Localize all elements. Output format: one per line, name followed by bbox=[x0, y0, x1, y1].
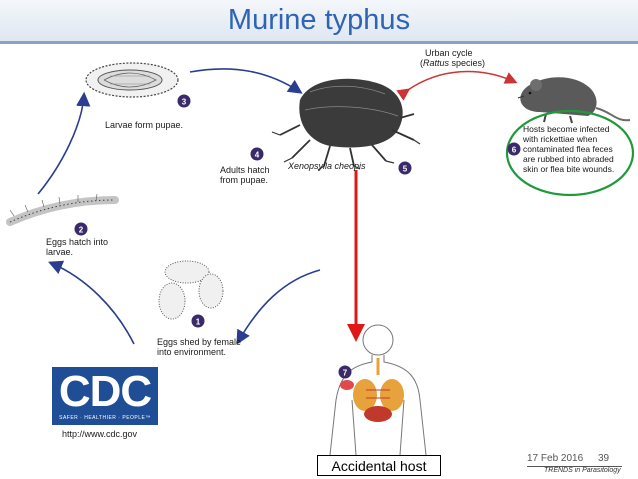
accidental-host-label: Accidental host bbox=[317, 455, 441, 476]
title-divider bbox=[0, 41, 638, 44]
svg-text:2: 2 bbox=[79, 226, 84, 235]
arrow-pupae-to-adult bbox=[189, 68, 303, 94]
arrow-eggs-to-larvae bbox=[48, 260, 135, 345]
step-4-caption: Adults hatch from pupae. bbox=[220, 165, 272, 185]
step-badge-3: 3 bbox=[177, 94, 191, 108]
human-illustration bbox=[329, 324, 427, 456]
title-band bbox=[0, 0, 638, 41]
svg-text:7: 7 bbox=[343, 369, 348, 378]
svg-text:5: 5 bbox=[403, 165, 408, 174]
arrow-flea-to-eggs bbox=[236, 269, 321, 345]
step-badge-5: 5 bbox=[398, 161, 412, 175]
svg-text:1: 1 bbox=[196, 318, 201, 327]
svg-text:6: 6 bbox=[512, 146, 517, 155]
step-badge-7: 7 bbox=[338, 365, 352, 379]
eggs-illustration bbox=[158, 260, 224, 320]
figure-source: TRENDS in Parasitology bbox=[544, 467, 621, 474]
urban-cycle-label: Urban cycle bbox=[425, 48, 473, 58]
step-1-caption: Eggs shed by female into environment. bbox=[157, 337, 244, 357]
slide-title: Murine typhus bbox=[227, 4, 411, 36]
cdc-logo-tagline: SAFER · HEALTHIER · PEOPLE™ bbox=[59, 415, 151, 421]
flea-illustration bbox=[271, 78, 421, 171]
step-6-caption: Hosts become infected with rickettiae wh… bbox=[522, 124, 616, 174]
step-badge-1: 1 bbox=[191, 314, 205, 328]
step-badge-2: 2 bbox=[74, 222, 88, 236]
footer-divider bbox=[527, 466, 622, 467]
larva-illustration bbox=[6, 193, 119, 226]
step-2-caption: Eggs hatch into larvae. bbox=[46, 237, 111, 257]
svg-text:3: 3 bbox=[182, 98, 187, 107]
vector-name: Xenopsylla cheopis bbox=[287, 161, 366, 171]
slide-date: 17 Feb 2016 bbox=[527, 453, 584, 464]
slide-number: 39 bbox=[598, 453, 610, 464]
svg-text:4: 4 bbox=[255, 151, 260, 160]
urban-cycle-species: (Rattus species) bbox=[420, 58, 485, 68]
arrow-larvae-to-pupae bbox=[37, 91, 91, 195]
cdc-logo: CDC SAFER · HEALTHIER · PEOPLE™ bbox=[52, 367, 158, 425]
step-badge-4: 4 bbox=[250, 147, 264, 161]
step-3-caption: Larvae form pupae. bbox=[105, 120, 183, 130]
cdc-logo-word: CDC bbox=[58, 367, 152, 416]
pupa-illustration bbox=[85, 62, 179, 98]
urban-cycle-arrow bbox=[396, 70, 518, 101]
cdc-url-link[interactable]: http://www.cdc.gov bbox=[62, 429, 138, 439]
rat-illustration bbox=[517, 77, 631, 124]
cdc-logo-panel: CDC SAFER · HEALTHIER · PEOPLE™ http://w… bbox=[52, 367, 158, 441]
highlight-ring bbox=[505, 109, 635, 197]
step-badge-6: 6 bbox=[507, 142, 521, 156]
